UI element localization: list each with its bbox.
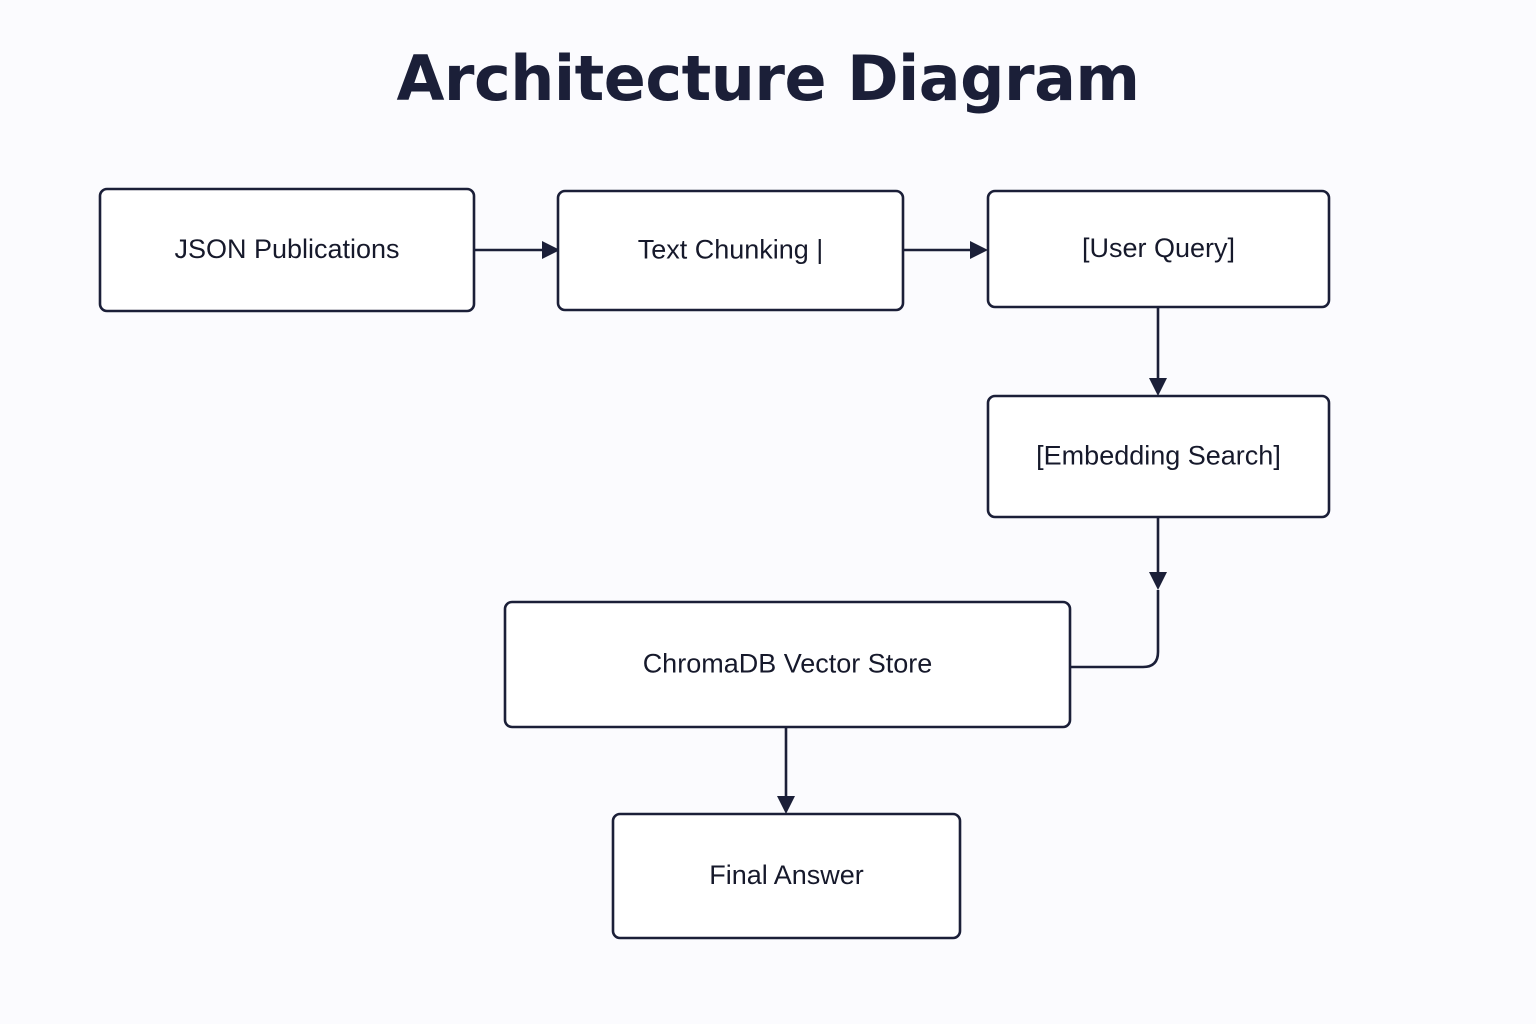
node-chromadb-vector-store-label: ChromaDB Vector Store — [643, 649, 933, 679]
edge-chromadb-to-final-arrowhead-icon — [777, 796, 795, 814]
node-user-query-label: [User Query] — [1082, 233, 1235, 263]
node-final-answer-box[interactable] — [611, 812, 962, 940]
node-embedding-search-box[interactable] — [986, 394, 1331, 519]
node-text-chunking-label: Text Chunking | — [638, 235, 824, 265]
edge-chromadb-to-embedding-line — [1070, 590, 1160, 669]
edge-chromadb-to-embedding-arrowhead-icon — [1149, 572, 1167, 590]
node-text-chunking-box[interactable] — [556, 189, 905, 312]
node-json-publications-label: JSON Publications — [174, 234, 399, 264]
node-chromadb-vector-store-box[interactable] — [503, 600, 1072, 729]
node-chromadb-vector-store[interactable]: ChromaDB Vector Store — [503, 600, 1072, 729]
edge-query-to-embedding-arrowhead-icon — [1149, 378, 1167, 396]
node-json-publications-box[interactable] — [98, 187, 476, 313]
node-user-query-box[interactable] — [986, 189, 1331, 309]
edge-json-to-chunking-arrowhead-icon — [542, 241, 560, 259]
edge-chunking-to-query-arrowhead-icon — [970, 241, 988, 259]
node-text-chunking[interactable]: Text Chunking | — [556, 189, 905, 312]
node-embedding-search-label: [Embedding Search] — [1036, 441, 1281, 471]
edge-group — [474, 241, 1167, 814]
node-embedding-search[interactable]: [Embedding Search] — [986, 394, 1331, 519]
page-title: Architecture Diagram — [396, 42, 1140, 115]
node-final-answer-label: Final Answer — [709, 860, 864, 890]
node-json-publications[interactable]: JSON Publications — [98, 187, 476, 313]
node-final-answer[interactable]: Final Answer — [611, 812, 962, 940]
node-user-query[interactable]: [User Query] — [986, 189, 1331, 309]
